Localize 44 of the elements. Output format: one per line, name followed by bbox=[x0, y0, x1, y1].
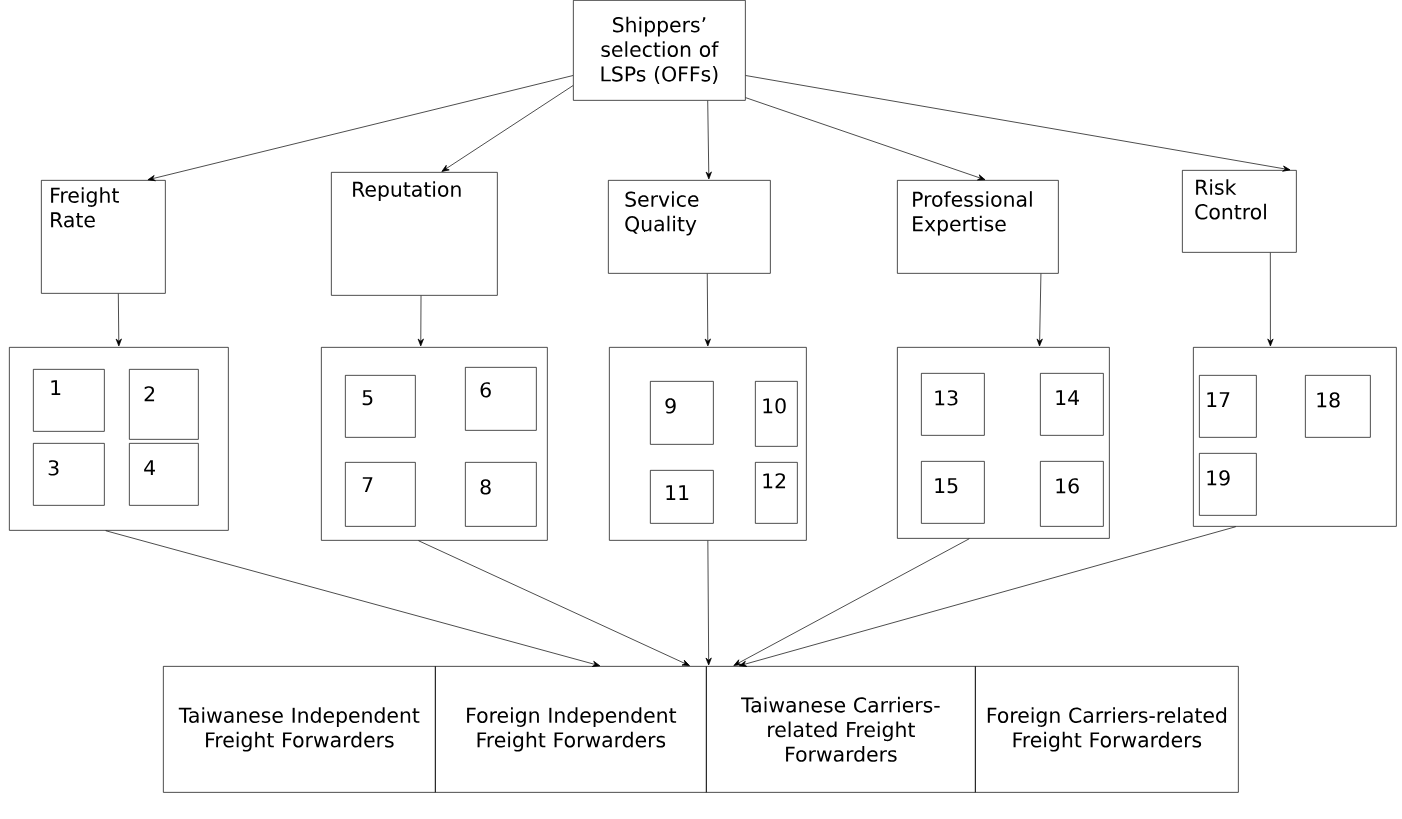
number-box: 10 bbox=[755, 381, 798, 447]
number-box: 4 bbox=[129, 443, 199, 506]
category-box: Foreign Independent Freight Forwarders bbox=[435, 666, 707, 793]
number-box: 1 bbox=[33, 369, 105, 432]
number-box: 9 bbox=[650, 381, 714, 445]
number-box: 7 bbox=[345, 462, 416, 527]
number-box: 16 bbox=[1040, 461, 1104, 527]
number-box: 19 bbox=[1199, 453, 1257, 516]
criterion-box: Freight Rate bbox=[41, 180, 166, 294]
arrow bbox=[705, 100, 712, 180]
category-box: Foreign Carriers-related Freight Forwarders bbox=[975, 666, 1239, 793]
arrow bbox=[105, 530, 601, 667]
number-box: 6 bbox=[465, 367, 537, 431]
arrow bbox=[147, 75, 574, 182]
criterion-box: Risk Control bbox=[1182, 170, 1297, 253]
number-box: 2 bbox=[129, 369, 199, 440]
criterion-box: Reputation bbox=[331, 172, 498, 296]
arrow bbox=[738, 526, 1237, 667]
arrow bbox=[115, 293, 122, 347]
criterion-box: Professional Expertise bbox=[897, 180, 1059, 274]
number-box: 13 bbox=[921, 373, 985, 436]
arrow bbox=[704, 273, 711, 347]
number-box: 18 bbox=[1305, 375, 1371, 438]
category-box: Taiwanese Independent Freight Forwarders bbox=[163, 666, 436, 793]
criterion-box: Service Quality bbox=[608, 180, 771, 274]
arrow bbox=[1267, 252, 1274, 347]
arrow bbox=[441, 85, 574, 172]
arrow bbox=[705, 540, 712, 666]
arrow bbox=[418, 540, 690, 666]
number-box: 8 bbox=[465, 462, 537, 527]
arrow bbox=[733, 538, 970, 666]
number-box: 12 bbox=[755, 462, 798, 524]
number-box: 3 bbox=[33, 443, 105, 506]
number-box: 14 bbox=[1040, 373, 1104, 436]
number-box: 11 bbox=[650, 470, 714, 524]
arrow bbox=[745, 75, 1291, 172]
arrow bbox=[745, 97, 986, 181]
number-box: 17 bbox=[1199, 375, 1257, 438]
category-box: Taiwanese Carriers-related Freight Forwarders bbox=[706, 666, 976, 793]
arrow bbox=[1036, 273, 1043, 347]
number-box: 15 bbox=[921, 461, 985, 524]
number-box: 5 bbox=[345, 375, 416, 438]
arrow bbox=[417, 295, 424, 347]
topic-box: Shippers’ selection of LSPs (OFFs) bbox=[573, 0, 746, 101]
